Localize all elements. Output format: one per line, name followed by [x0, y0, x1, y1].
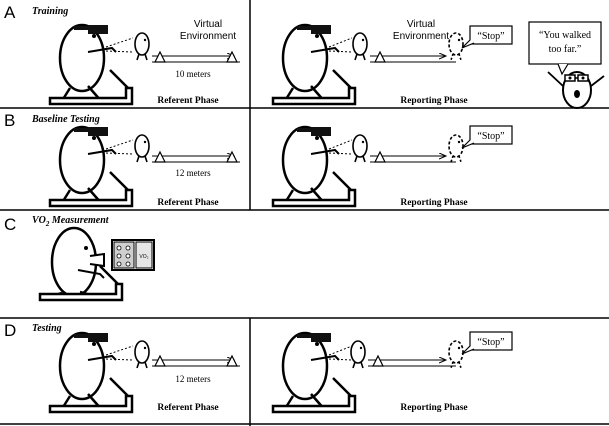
cone-icon — [226, 151, 238, 163]
experimenter-icon — [547, 71, 605, 109]
avatar-icon — [350, 340, 366, 369]
env-label-a-right-1: Virtual — [407, 19, 435, 30]
speech-bubble-stop: “Stop” — [461, 331, 513, 355]
env-label-a-left-1: Virtual — [194, 19, 222, 30]
participant-icon — [48, 331, 134, 414]
participant-icon — [271, 23, 357, 106]
panel-b-letter: B — [4, 111, 15, 130]
cone-icon — [374, 51, 386, 63]
avatar-icon — [448, 134, 464, 163]
panel-c-letter: C — [4, 215, 16, 234]
avatar-icon — [134, 340, 150, 369]
panel-b-title: Baseline Testing — [31, 114, 100, 125]
phase-label-b-left: Referent Phase — [157, 198, 218, 208]
env-label-a-right-2: Environment — [393, 31, 449, 42]
env-label-a-left-2: Environment — [180, 31, 236, 42]
feedback-line-2: too far.” — [549, 44, 582, 55]
cone-icon — [154, 355, 166, 367]
speech-bubble-stop: “Stop” — [461, 125, 513, 149]
avatar-icon — [448, 32, 464, 61]
phase-label-a-right: Reporting Phase — [400, 96, 467, 106]
phase-label-a-left: Referent Phase — [157, 96, 218, 106]
participant-icon — [48, 23, 134, 106]
participant-icon — [271, 125, 357, 208]
panel-d-title: Testing — [32, 323, 62, 334]
panel-a-title: Training — [32, 6, 68, 17]
vo2-device-label: VO₂ — [139, 254, 148, 260]
panel-c-title: VO2 Measurement — [32, 215, 110, 228]
speech-bubble-stop: “Stop” — [461, 25, 513, 49]
distance-label-b: 12 meters — [175, 168, 211, 178]
cone-icon — [226, 355, 238, 367]
avatar-icon — [134, 134, 150, 163]
avatar-icon — [352, 134, 368, 163]
vo2-analyzer-icon: VO₂ — [111, 239, 155, 271]
distance-label-a: 10 meters — [175, 69, 211, 79]
cone-icon — [154, 151, 166, 163]
cone-icon — [226, 51, 238, 63]
cone-icon — [372, 355, 384, 367]
stop-label-b: “Stop” — [477, 131, 504, 142]
panel-a-letter: A — [4, 3, 16, 22]
avatar-icon — [448, 340, 464, 369]
stop-label-a: “Stop” — [477, 31, 504, 42]
stop-label-d: “Stop” — [477, 337, 504, 348]
phase-label-b-right: Reporting Phase — [400, 198, 467, 208]
feedback-line-1: “You walked — [539, 30, 591, 41]
avatar-icon — [134, 32, 150, 61]
phase-label-d-right: Reporting Phase — [400, 403, 467, 413]
speech-bubble-feedback: “You walked too far.” — [528, 21, 602, 76]
cone-icon — [154, 51, 166, 63]
panel-d-letter: D — [4, 321, 16, 340]
participant-icon — [48, 125, 134, 208]
participant-icon — [271, 331, 357, 414]
participant-vo2 — [38, 226, 124, 302]
distance-label-d: 12 meters — [175, 374, 211, 384]
cone-icon — [374, 151, 386, 163]
avatar-icon — [352, 32, 368, 61]
phase-label-d-left: Referent Phase — [157, 403, 218, 413]
